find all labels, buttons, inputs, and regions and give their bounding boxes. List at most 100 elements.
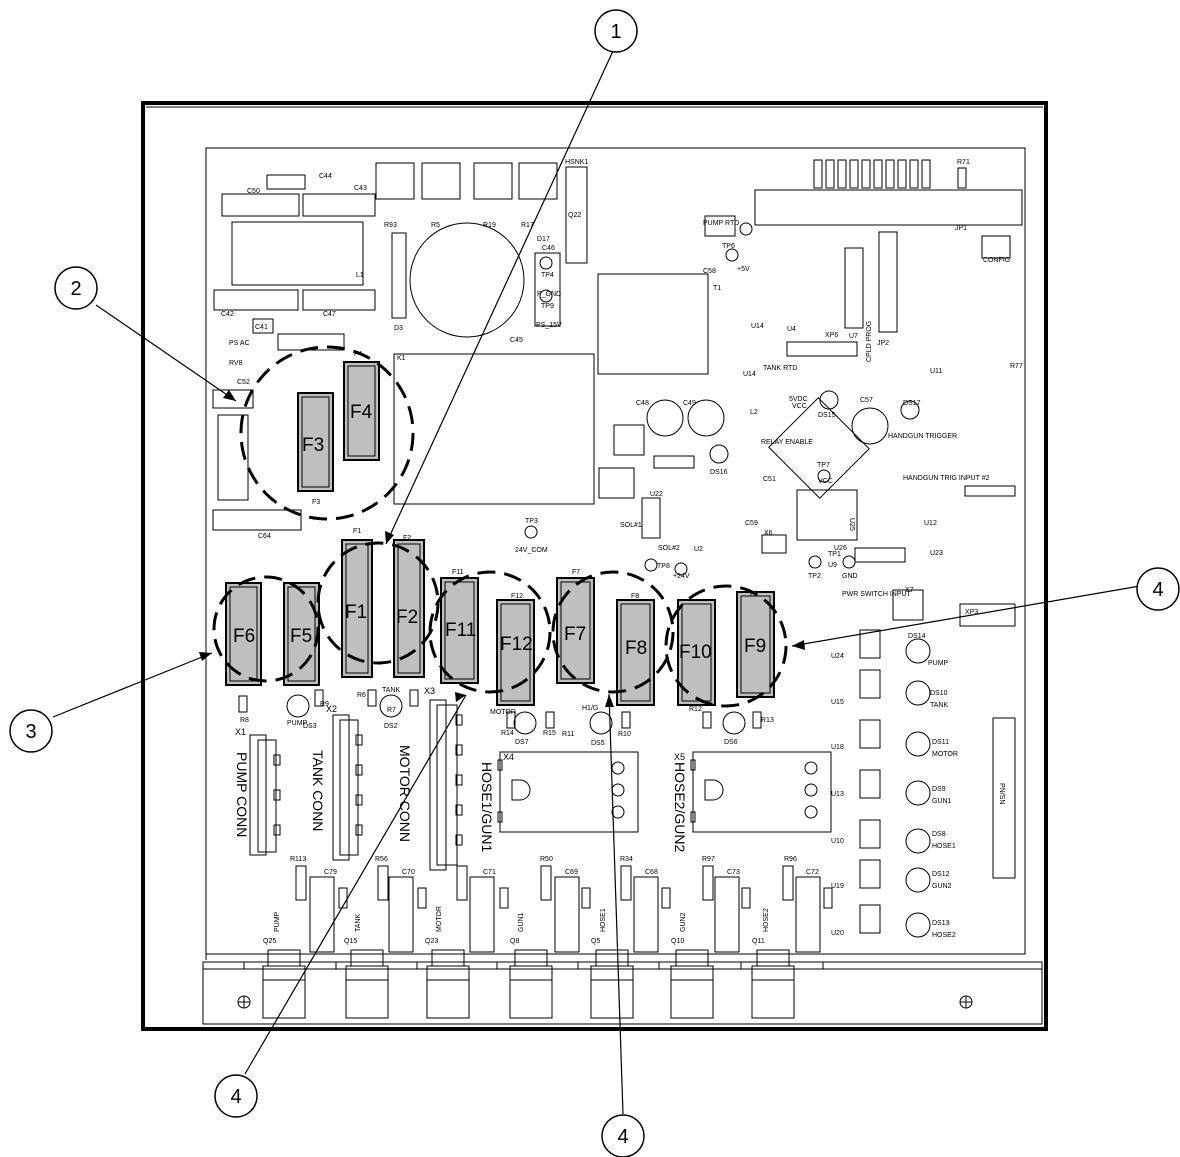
conn-pump-label: PUMP CONN [234,752,250,837]
label-u2: U2 [694,546,703,553]
fuse-f4-body [343,361,380,461]
label-c71: C71 [483,869,496,876]
label-r17: R17 [521,222,534,229]
label-c44: C44 [319,173,332,180]
label-c69: C69 [565,869,578,876]
label-hose1-b: HOSE1 [600,908,607,932]
fuse-f8-small: F8 [631,593,639,600]
label-r14: R14 [501,730,514,737]
label-x6: X6 [764,530,773,537]
led-label-tank: TANK [382,687,400,694]
label-r93: R93 [384,222,397,229]
label-u15: U15 [831,699,844,706]
label-u18: U18 [831,744,844,751]
label-r13: R13 [761,717,774,724]
label-u26: U26 [834,545,847,552]
fuse-f9-body [736,591,775,698]
label-c50: C50 [247,188,260,195]
callout-4-right: 4 [1152,579,1163,601]
led-ds11: DS11 [932,739,949,746]
label-r10: R10 [618,731,631,738]
test-points [524,222,856,576]
fuse-f2-label: F2 [396,607,418,628]
conn-motor-label: MOTOR CONN [397,745,413,842]
terminal-strip [202,961,1043,1025]
led-hose2: HOSE2 [932,932,956,939]
label-q8: Q8 [510,938,519,945]
label-tank-b: TANK [355,914,362,932]
fuse-f3-body [297,392,334,492]
label-r9: R9 [320,701,329,708]
conn-hose2-label: HOSE2/GUN2 [672,762,688,852]
fuse-f12-body [496,599,535,706]
circuit-board [205,147,1026,955]
fuse-f11-small: F11 [452,569,464,576]
label-pn-sn: PN/SN [998,783,1005,804]
fuse-f12-small: F12 [511,593,523,600]
fuse-f12-label: F12 [500,634,533,655]
label-d3: D3 [394,325,403,332]
label-c46: C46 [542,245,555,252]
led-ds9: DS9 [932,786,946,793]
leader-arrowheads [199,390,805,707]
label-q15: Q15 [344,938,357,945]
label-r6: R6 [357,692,366,699]
fuse-f4-small: F4 [354,351,362,358]
led-pump: PUMP [928,660,949,667]
led-tank: TANK [930,702,948,709]
fuse-f1-small: F1 [353,528,361,535]
label-r19: R19 [483,222,496,229]
label-c70: C70 [402,869,415,876]
label-pump-rtd: PUMP RTD [703,220,739,227]
label-tp1: TP1 [828,551,841,558]
label-l2: L2 [750,409,758,416]
label-k1: K1 [397,355,406,362]
fuse-f9-label: F9 [744,636,766,657]
label-handgun-trigger: HANDGUN TRIGGER [888,433,957,440]
label-q10: Q10 [671,938,684,945]
label-c58: C58 [703,268,716,275]
label-c57: C57 [860,397,873,404]
label-handgun-trig-input: HANDGUN TRIG INPUT #2 [903,475,990,482]
led-ds8: DS8 [932,831,946,838]
fuse-f7-body [556,577,595,684]
fuse-f11-label: F11 [445,620,476,641]
label-r56: R56 [375,856,388,863]
label-tp2: TP2 [808,573,821,580]
label-jp1: JP1 [955,225,967,232]
fuse-f7-small: F7 [572,569,580,576]
label-sol2: SOL#2 [658,545,680,552]
label-d17: D17 [537,236,550,243]
led-label-pump: PUMP [287,720,308,727]
callout-2: 2 [70,278,81,300]
status-leds: DS14 PUMP DS10 TANK DS11 MOTOR DS9 GUN1 … [831,629,958,939]
enclosure-outer [141,101,1048,1031]
control-section [598,159,1023,879]
label-c45: C45 [510,337,523,344]
led-label-motor: MOTOR [490,709,516,716]
callout-bubbles [9,9,1180,1157]
label-ds17: DS17 [903,400,921,407]
label-u14: U14 [743,371,756,378]
label-tp6: TP6 [722,243,735,250]
label-r7: R7 [387,707,396,714]
leader-lines [52,50,1141,1115]
label-r8: R8 [240,717,249,724]
label-ds15: DS15 [818,412,836,419]
label-u13: U13 [831,791,844,798]
conn-x1: X1 [235,727,246,737]
highlight-circles [212,345,788,708]
led-motor: MOTOR [932,751,958,758]
label-u19: U19 [831,883,844,890]
fuse-f1-label: F1 [345,602,367,623]
conn-x3: X3 [424,686,435,696]
led-ds14: DS14 [908,633,926,640]
label-c43: C43 [354,185,367,192]
fuse-holders [225,361,775,706]
label-q5: Q5 [591,938,600,945]
label-u11: U11 [930,368,942,375]
label-r34: R34 [620,856,633,863]
label-t1: T1 [713,285,721,292]
label-plus24v: +24V [673,573,690,580]
